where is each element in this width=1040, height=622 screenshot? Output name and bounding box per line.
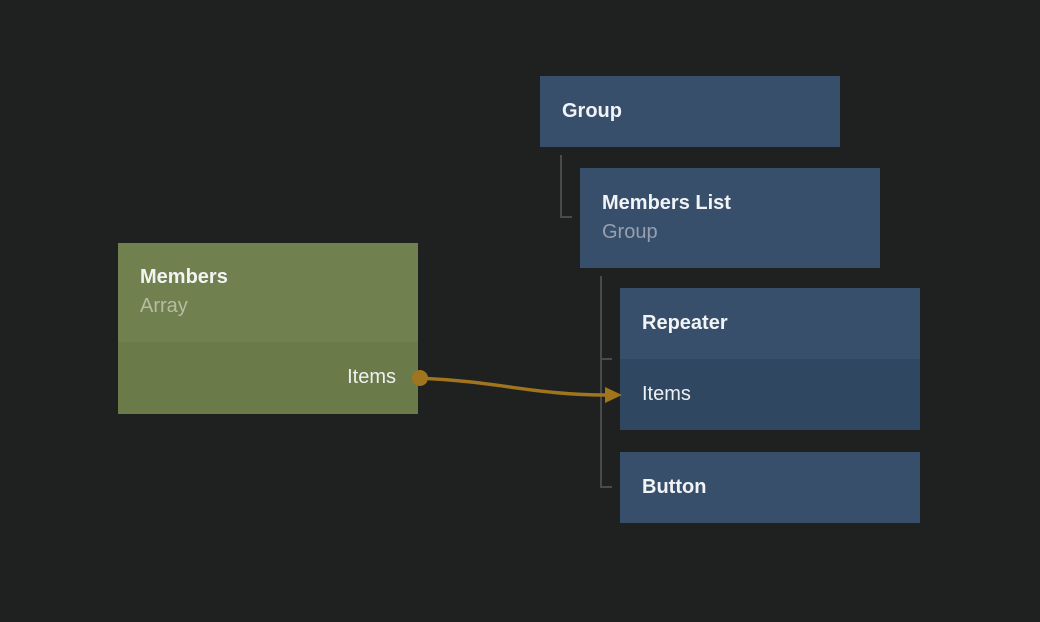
node-repeater-title: Repeater [642, 311, 728, 334]
tree-connector-group-to-members-list [560, 155, 572, 218]
node-members-header: Members Array [118, 243, 418, 341]
connection-wire[interactable] [426, 376, 608, 397]
node-button-title: Button [642, 476, 707, 498]
members-items-port[interactable]: Items [118, 341, 418, 414]
node-repeater[interactable]: Repeater Items [620, 288, 920, 430]
node-members-list-subtitle: Group [602, 221, 658, 243]
repeater-items-port-label: Items [642, 382, 691, 405]
node-members[interactable]: Members Array Items [118, 243, 418, 414]
tree-connector-members-list-to-button [600, 276, 612, 488]
node-members-list-title: Members List [602, 192, 731, 214]
node-group-title: Group [562, 100, 622, 122]
node-group-header: Group [540, 76, 840, 147]
members-items-port-label: Items [347, 366, 396, 388]
node-repeater-header: Repeater [620, 288, 920, 358]
node-members-subtitle: Array [140, 295, 188, 317]
node-members-title: Members [140, 266, 228, 288]
node-button-header: Button [620, 452, 920, 523]
node-members-list[interactable]: Members List Group [580, 168, 880, 268]
node-button[interactable]: Button [620, 452, 920, 523]
node-members-list-header: Members List Group [580, 168, 880, 268]
node-group[interactable]: Group [540, 76, 840, 147]
repeater-items-port[interactable]: Items [620, 358, 920, 430]
